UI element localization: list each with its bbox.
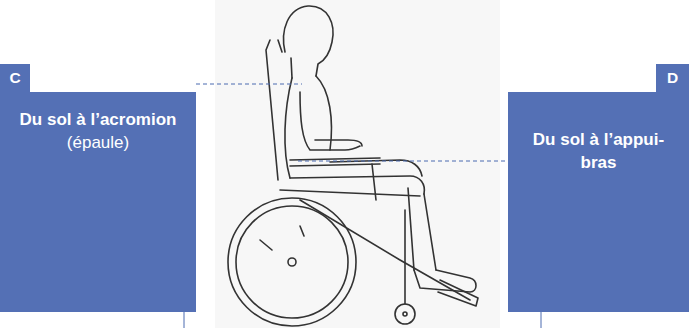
wheelchair-drawing — [228, 6, 478, 326]
box-note: (épaule) — [10, 131, 186, 154]
box-heading: Du sol à l’acromion — [10, 108, 186, 131]
letter-tab: C — [0, 64, 30, 92]
leader-line — [196, 84, 302, 85]
tick-line — [184, 312, 185, 328]
tick-line — [541, 312, 542, 328]
letter-tab: D — [656, 64, 689, 92]
box-heading: D — [656, 64, 689, 92]
measure-box: Du sol à l’acromion(épaule) — [0, 92, 196, 312]
box-heading: C — [0, 64, 30, 92]
illustration-ground — [215, 0, 500, 328]
leader-line — [298, 161, 507, 162]
box-heading: Du sol à l’appui-bras — [518, 128, 679, 174]
measure-box: Du sol à l’appui-bras — [508, 92, 689, 312]
